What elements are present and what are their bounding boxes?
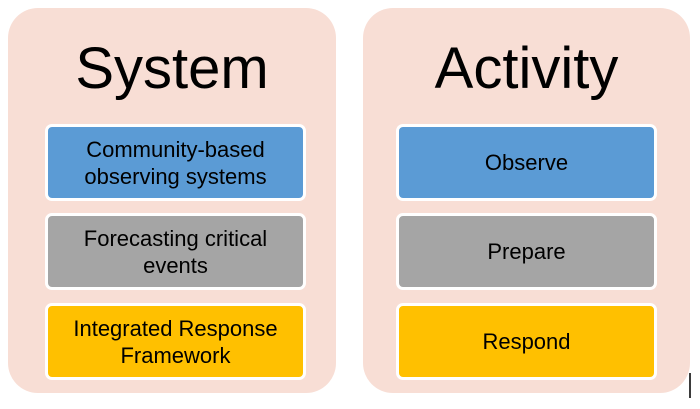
row-system-2-label: Forecasting critical events [83, 225, 268, 278]
column-title-system: System [75, 36, 269, 101]
row-activity-3-label: Respond [482, 329, 571, 354]
row-activity-2[interactable]: Prepare [396, 213, 657, 290]
row-system-3-label: Integrated Response Framework [73, 315, 278, 368]
column-card-activity[interactable]: Activity Observe Prepare Respond [363, 8, 690, 393]
column-title-activity: Activity [434, 36, 619, 101]
row-system-1-label: Community-based observing systems [84, 136, 267, 189]
row-activity-1[interactable]: Observe [396, 124, 657, 201]
row-activity-3[interactable]: Respond [396, 303, 657, 380]
row-system-3[interactable]: Integrated Response Framework [45, 303, 306, 380]
text-caret [689, 373, 691, 398]
row-activity-2-label: Prepare [487, 239, 566, 264]
row-system-1[interactable]: Community-based observing systems [45, 124, 306, 201]
row-activity-1-label: Observe [484, 150, 569, 175]
row-system-2[interactable]: Forecasting critical events [45, 213, 306, 290]
column-card-system[interactable]: System Community-based observing systems… [8, 8, 336, 393]
